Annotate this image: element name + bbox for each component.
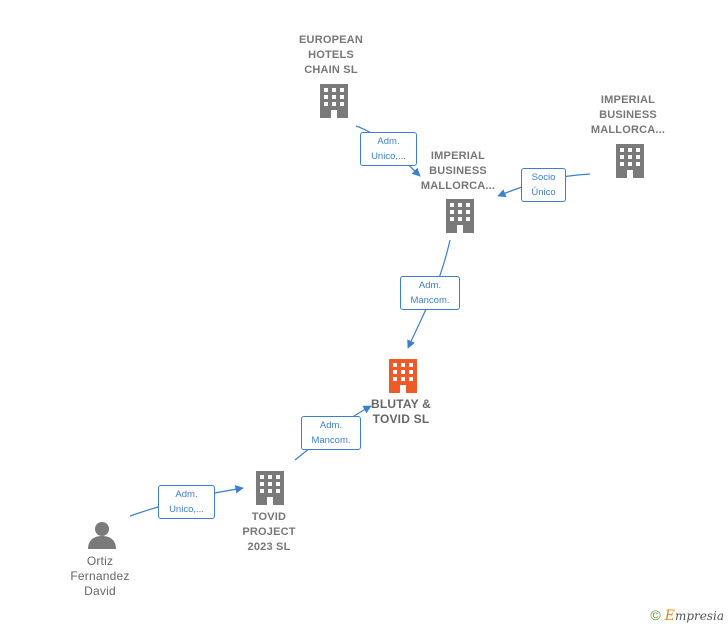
building-icon-imperial-center[interactable] (446, 199, 474, 233)
label-line: MALLORCA... (420, 180, 496, 192)
brand-first-letter: E (664, 608, 675, 624)
edge-label-line: Adm. (377, 136, 400, 147)
edge-label-line: Mancom. (311, 435, 351, 446)
label-line: TOVID SL (372, 412, 430, 426)
building-icon-blutay[interactable] (389, 359, 417, 393)
edge-label-line: Único (531, 187, 556, 198)
copyright-icon: © (650, 607, 661, 623)
building-icon-tovid-project[interactable] (256, 471, 284, 505)
edge-label-line: Mancom. (410, 295, 450, 306)
edge-label-line: Adm. (175, 489, 198, 500)
edge-label-line: Unico,... (169, 504, 204, 515)
node-label-european-hotels[interactable]: EUROPEAN HOTELS CHAIN SL (281, 33, 381, 78)
person-icon-ortiz[interactable] (88, 522, 116, 549)
label-line: Fernandez (70, 569, 130, 583)
empresia-brand[interactable]: ©Empresia (650, 607, 724, 624)
label-line: BUSINESS (599, 109, 657, 121)
edge-label-ortiz-to-tovid[interactable]: Adm. Unico,... (158, 485, 215, 519)
building-icon-european-hotels[interactable] (320, 84, 348, 118)
brand-name: mpresia (674, 609, 724, 623)
edge-label-line: Socio (531, 172, 556, 183)
label-line: PROJECT (242, 526, 296, 538)
edge-label-imperial-right-to-imperial[interactable]: Socio Único (521, 168, 566, 202)
edge-label-line: Adm. (418, 280, 442, 291)
label-line: TOVID (251, 511, 287, 523)
edge-label-tovid-to-blutay[interactable]: Adm. Mancom. (301, 416, 361, 450)
node-label-blutay[interactable]: BLUTAY & TOVID SL (351, 397, 451, 427)
label-line: 2023 SL (247, 541, 291, 553)
label-line: Ortiz (86, 554, 114, 568)
label-line: HOTELS (308, 49, 354, 61)
node-label-imperial-right[interactable]: IMPERIAL BUSINESS MALLORCA... (578, 93, 678, 138)
label-line: IMPERIAL (430, 150, 486, 162)
label-line: BLUTAY & (370, 397, 432, 411)
label-line: CHAIN SL (304, 64, 358, 76)
label-line: IMPERIAL (600, 94, 656, 106)
label-line: MALLORCA... (590, 124, 666, 136)
edge-label-imperial-to-blutay[interactable]: Adm. Mancom. (400, 276, 460, 310)
label-line: David (84, 584, 116, 598)
label-line: EUROPEAN (299, 34, 363, 46)
edge-label-european-to-imperial[interactable]: Adm. Unico,... (360, 132, 417, 166)
building-icon-imperial-right[interactable] (616, 144, 644, 178)
node-label-ortiz[interactable]: Ortiz Fernandez David (50, 554, 150, 599)
edge-label-line: Unico,... (371, 151, 406, 162)
node-label-imperial-center[interactable]: IMPERIAL BUSINESS MALLORCA... (408, 149, 508, 194)
label-line: BUSINESS (429, 165, 487, 177)
edge-label-line: Adm. (319, 420, 343, 431)
node-label-tovid-project[interactable]: TOVID PROJECT 2023 SL (219, 510, 319, 555)
